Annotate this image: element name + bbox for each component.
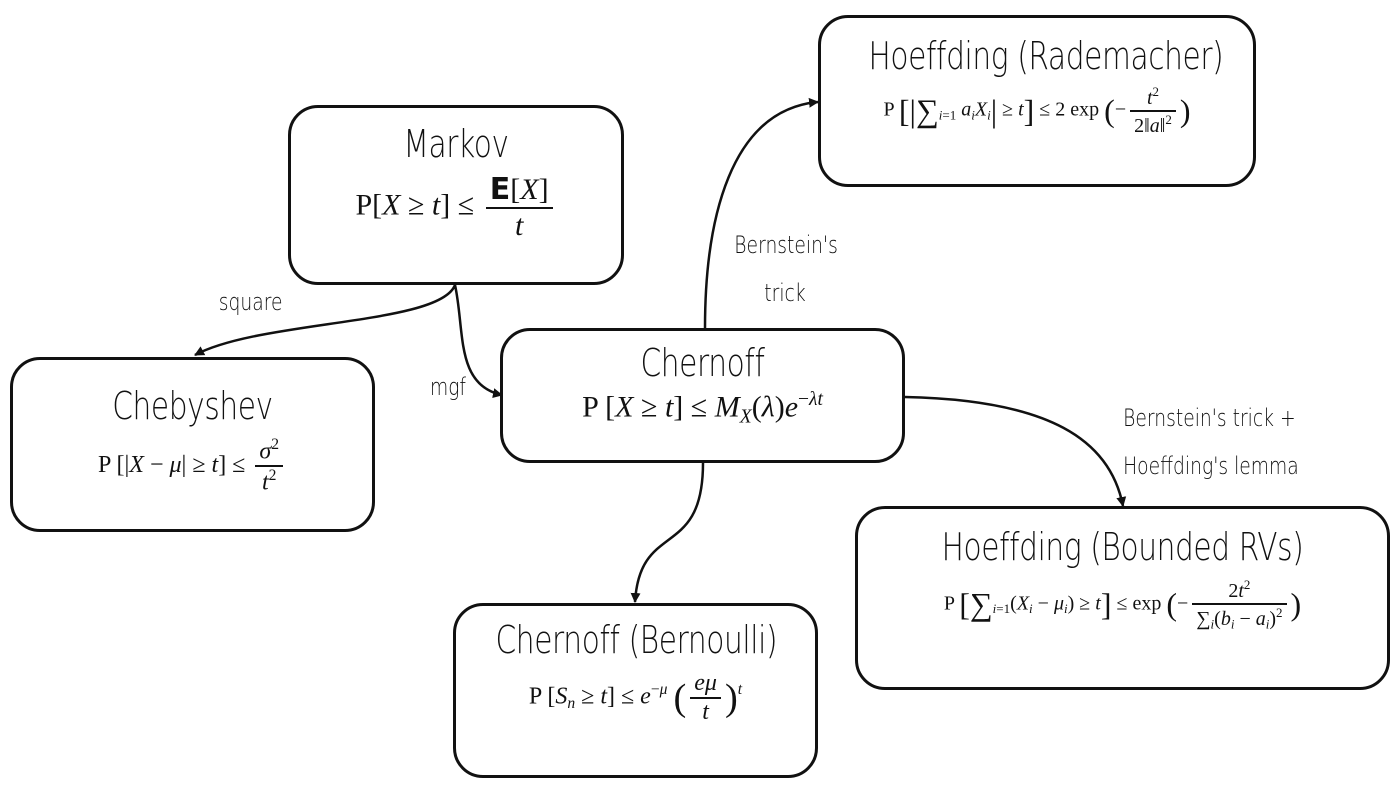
- chernoff-bernoulli-title: Chernoff (Bernoulli): [495, 618, 778, 662]
- edge-chernoff-hoeffding-bounded: [904, 395, 1127, 507]
- edge-chernoff-bernoulli: [630, 462, 705, 603]
- chernoff-node: Chernoff P [X ≥ t] ≤ MX(λ)e−λt: [500, 328, 905, 463]
- chebyshev-title: Chebyshev: [112, 384, 273, 428]
- edge-label-bernstein-line2: trick: [764, 279, 806, 307]
- edge-markov-chebyshev: [194, 284, 457, 357]
- hoeffding-rademacher-title: Hoeffding (Rademacher): [868, 34, 1224, 78]
- edge-markov-chernoff: [453, 284, 503, 399]
- edge-chernoff-hoeffding-rademacher: [703, 97, 819, 329]
- hoeffding-bounded-formula: P [∑i=1(Xi − μi) ≥ t] ≤ exp (−2t2∑i(bi −…: [943, 577, 1302, 632]
- edge-label-mgf: mgf: [429, 373, 467, 401]
- markov-title: Markov: [403, 122, 509, 166]
- chernoff-bernoulli-node: Chernoff (Bernoulli) P [Sn ≥ t] ≤ e−μ (e…: [453, 603, 818, 778]
- edge-label-bernstein-lemma-line2: Hoeffding's lemma: [1123, 452, 1299, 480]
- chernoff-title: Chernoff: [640, 341, 765, 385]
- edge-label-bernstein-line1: Bernstein's: [734, 231, 838, 259]
- hoeffding-bounded-title: Hoeffding (Bounded RVs): [941, 525, 1304, 569]
- markov-node: Markov P[X ≥ t] ≤ E[X]t: [288, 105, 624, 285]
- edge-label-square: square: [218, 288, 283, 316]
- markov-formula: P[X ≥ t] ≤ E[X]t: [291, 172, 621, 243]
- edge-label-bernstein-lemma-line1: Bernstein's trick +: [1123, 404, 1296, 432]
- hoeffding-rademacher-node: Hoeffding (Rademacher) P [|∑i=1 aiXi| ≥ …: [818, 15, 1256, 187]
- chernoff-formula: P [X ≥ t] ≤ MX(λ)e−λt: [582, 389, 823, 428]
- hoeffding-bounded-node: Hoeffding (Bounded RVs) P [∑i=1(Xi − μi)…: [855, 506, 1390, 690]
